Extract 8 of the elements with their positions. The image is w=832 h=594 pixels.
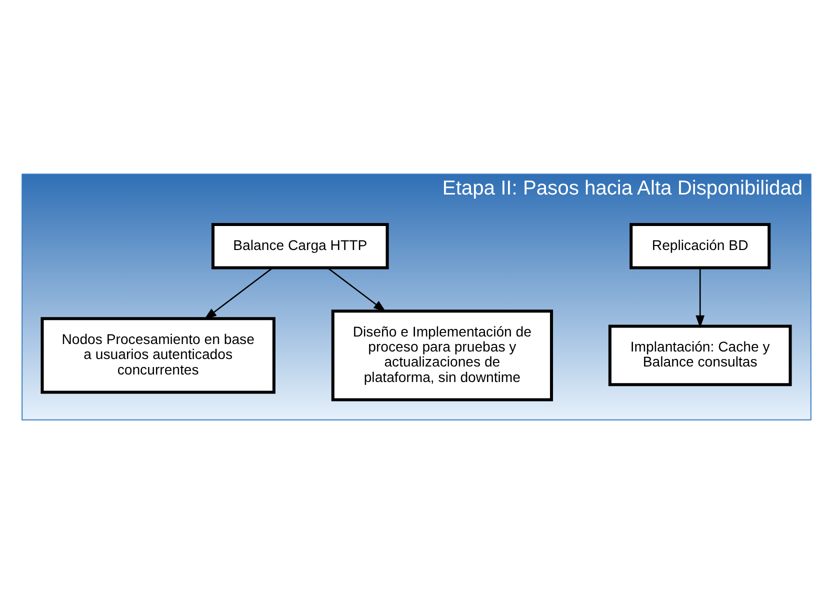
- node-box: Balance Carga HTTP: [210, 222, 388, 270]
- node-box: Implantación: Cache y Balance consultas: [608, 324, 792, 386]
- node-box: Replicación BD: [629, 222, 770, 270]
- arrow: [695, 268, 704, 328]
- arrow: [203, 267, 273, 320]
- node-box: Diseño e Implementación de proceso para pruebas y actualizaciones de plataforma, sin downtime: [330, 310, 552, 402]
- arrow: [326, 267, 386, 312]
- node-box: Nodos Procesamiento en base a usuarios autenticados concurrentes: [40, 317, 275, 394]
